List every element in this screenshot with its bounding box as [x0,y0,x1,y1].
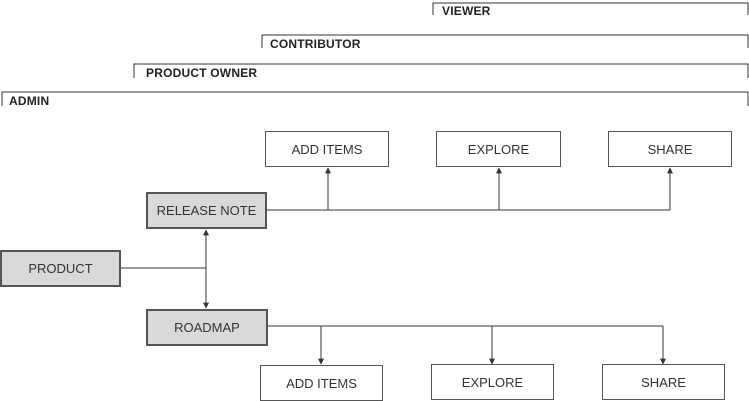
role-product-owner-label: PRODUCT OWNER [146,66,258,80]
role-admin-label: ADMIN [9,94,50,108]
product-node[interactable]: PRODUCT [0,250,121,287]
contributor-bracket [261,34,749,48]
admin-bracket [1,91,749,106]
release-note-node[interactable]: RELEASE NOTE [146,192,267,229]
role-viewer-label: VIEWER [442,4,491,18]
release-add-items-node[interactable]: ADD ITEMS [265,131,389,167]
role-contributor-label: CONTRIBUTOR [270,37,361,51]
roadmap-node[interactable]: ROADMAP [146,309,268,346]
roadmap-share-node[interactable]: SHARE [602,364,725,400]
product-owner-bracket [133,63,749,78]
release-share-node[interactable]: SHARE [608,131,732,167]
viewer-bracket [432,2,749,15]
roadmap-explore-node[interactable]: EXPLORE [431,364,554,400]
release-explore-node[interactable]: EXPLORE [436,131,561,167]
roadmap-add-items-node[interactable]: ADD ITEMS [260,365,383,401]
